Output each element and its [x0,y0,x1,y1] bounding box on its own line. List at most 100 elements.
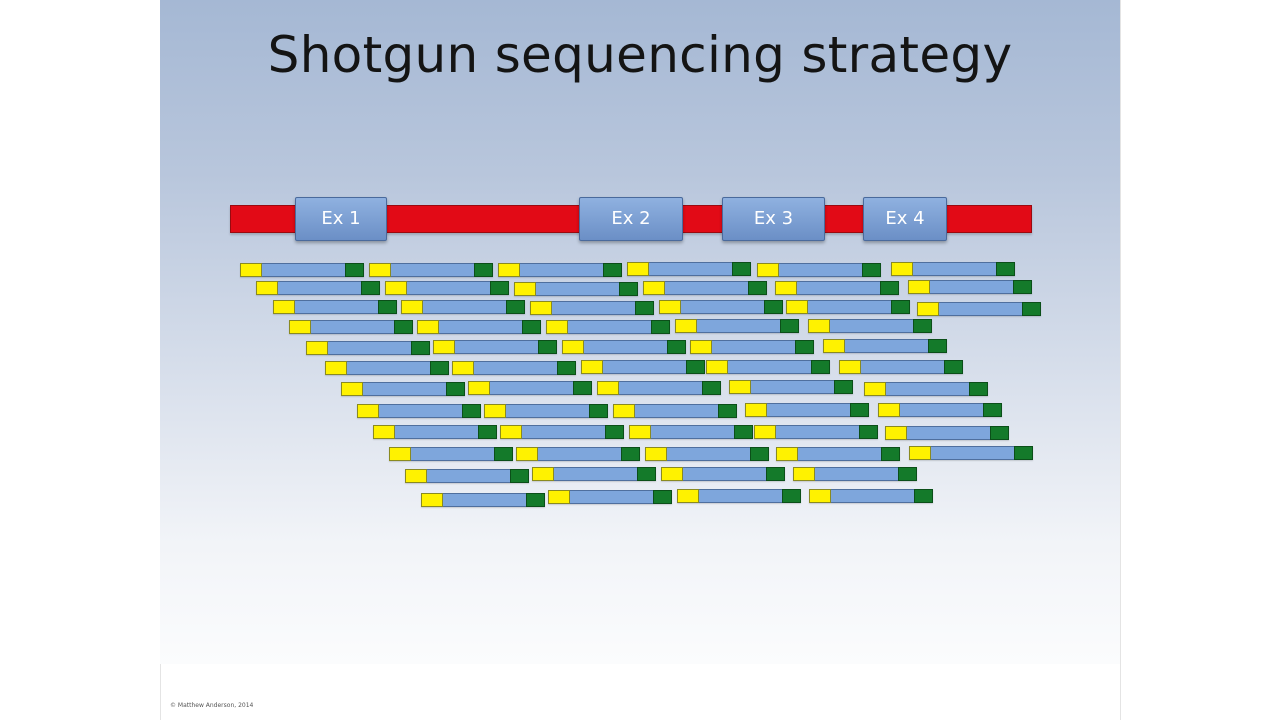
sequence-read [562,340,686,354]
read-end-marker [686,360,705,374]
sequence-read [306,341,430,355]
read-start-marker [878,403,900,417]
read-end-marker [891,300,910,314]
read-end-marker [859,425,878,439]
sequence-read [289,320,413,334]
sequence-read [369,263,493,277]
read-end-marker [782,489,801,503]
read-end-marker [589,404,608,418]
sequence-read [613,404,737,418]
sequence-read [385,281,509,295]
read-end-marker [983,403,1002,417]
read-end-marker [850,403,869,417]
slide-canvas: Shotgun sequencing strategy Ex 1 Ex 2 Ex… [160,0,1120,664]
read-end-marker [780,319,799,333]
read-start-marker [421,493,443,507]
read-start-marker [629,425,651,439]
read-start-marker [240,263,262,277]
sequence-read [677,489,801,503]
exon-1-label: Ex 1 [321,208,361,229]
sequence-read [878,403,1002,417]
read-start-marker [256,281,278,295]
read-start-marker [823,339,845,353]
copyright-note: © Matthew Anderson, 2014 [170,702,254,709]
read-end-marker [880,281,899,295]
sequence-read [530,301,654,315]
sequence-read [341,382,465,396]
sequence-read [706,360,830,374]
read-start-marker [289,320,311,334]
sequence-read [775,281,899,295]
sequence-read [546,320,670,334]
sequence-read [514,282,638,296]
read-start-marker [786,300,808,314]
sequence-read [661,467,785,481]
read-start-marker [369,263,391,277]
read-end-marker [750,447,769,461]
sequence-read [808,319,932,333]
read-start-marker [917,302,939,316]
read-end-marker [898,467,917,481]
sequence-read [745,403,869,417]
right-margin-panel [1120,0,1280,720]
read-end-marker [928,339,947,353]
read-end-marker [446,382,465,396]
read-end-marker [914,489,933,503]
read-start-marker [389,447,411,461]
read-start-marker [417,320,439,334]
read-end-marker [474,263,493,277]
sequence-read [629,425,753,439]
sequence-read [809,489,933,503]
sequence-read [401,300,525,314]
read-end-marker [1013,280,1032,294]
read-start-marker [757,263,779,277]
read-start-marker [885,426,907,440]
sequence-read [909,446,1033,460]
read-end-marker [881,447,900,461]
exon-2-label: Ex 2 [611,208,651,229]
read-end-marker [619,282,638,296]
read-start-marker [306,341,328,355]
sequence-read [373,425,497,439]
read-start-marker [373,425,395,439]
read-end-marker [522,320,541,334]
read-end-marker [573,381,592,395]
exon-4-label: Ex 4 [885,208,925,229]
sequence-read [823,339,947,353]
read-start-marker [514,282,536,296]
read-end-marker [811,360,830,374]
read-end-marker [834,380,853,394]
exon-1-box: Ex 1 [295,197,387,241]
read-end-marker [621,447,640,461]
read-start-marker [675,319,697,333]
read-start-marker [776,447,798,461]
read-end-marker [764,300,783,314]
read-end-marker [490,281,509,295]
read-start-marker [839,360,861,374]
read-end-marker [378,300,397,314]
sequence-read [891,262,1015,276]
sequence-read [452,361,576,375]
sequence-read [908,280,1032,294]
read-end-marker [411,341,430,355]
read-end-marker [944,360,963,374]
read-start-marker [468,381,490,395]
read-end-marker [394,320,413,334]
read-end-marker [667,340,686,354]
read-start-marker [581,360,603,374]
read-start-marker [341,382,363,396]
read-start-marker [401,300,423,314]
read-start-marker [627,262,649,276]
slide-title: Shotgun sequencing strategy [267,26,1013,84]
sequence-read [675,319,799,333]
read-start-marker [754,425,776,439]
read-end-marker [478,425,497,439]
read-end-marker [990,426,1009,440]
read-start-marker [645,447,667,461]
read-start-marker [530,301,552,315]
read-start-marker [597,381,619,395]
read-end-marker [651,320,670,334]
read-end-marker [766,467,785,481]
sequence-read [240,263,364,277]
read-end-marker [494,447,513,461]
